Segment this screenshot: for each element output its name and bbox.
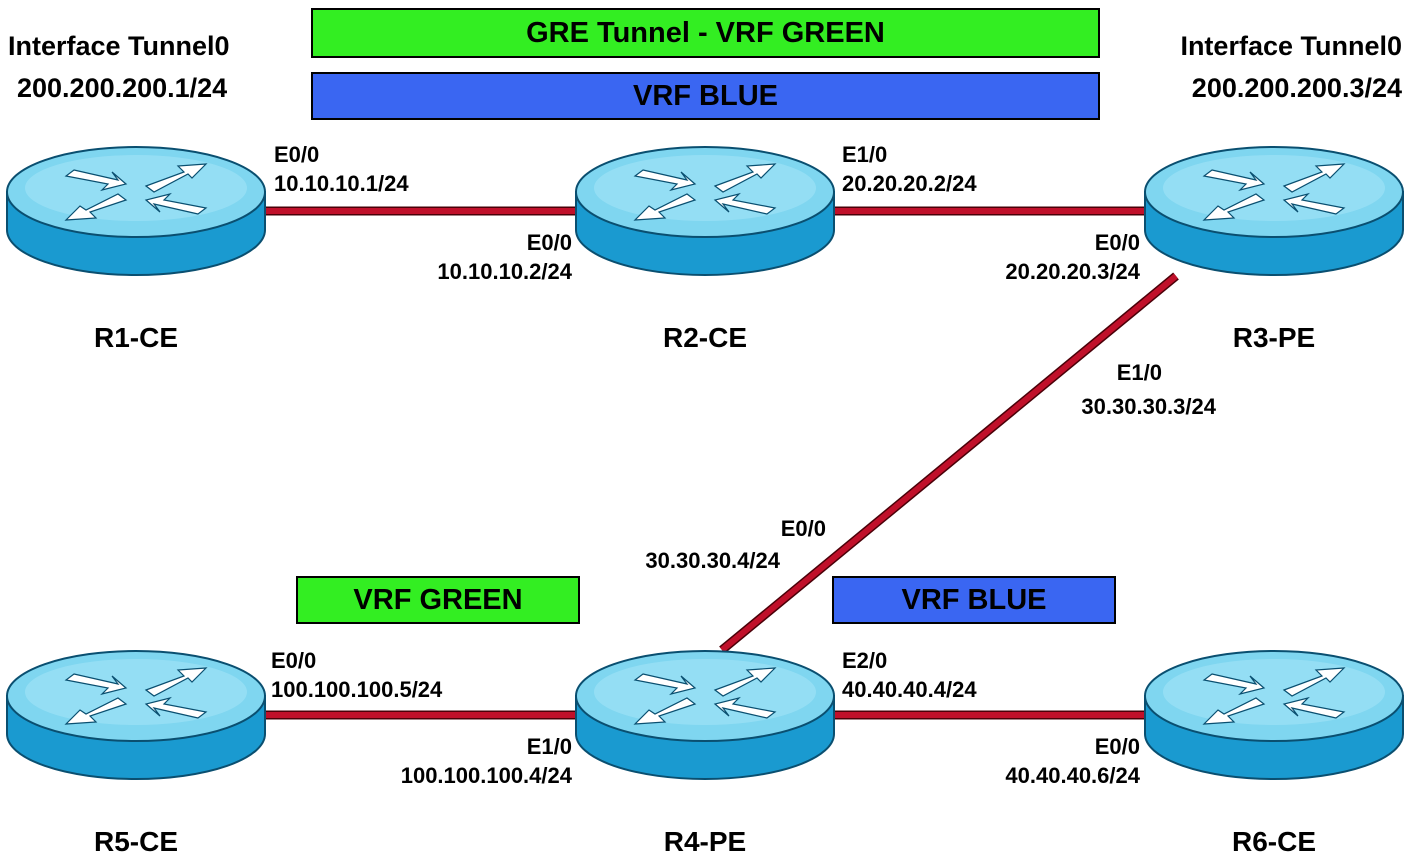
router-icon-r3 bbox=[1144, 146, 1404, 276]
r4-e20-label: E2/0 bbox=[842, 648, 888, 673]
r3-e10-ip: 30.30.30.3/24 bbox=[1081, 394, 1216, 419]
router-name-r4: R4-PE bbox=[663, 826, 747, 857]
r3-e10-label: E1/0 bbox=[1116, 360, 1162, 385]
r4-e00-ip: 30.30.30.4/24 bbox=[645, 548, 780, 573]
r3-e00-label: E0/0 bbox=[1094, 230, 1140, 255]
r4-e10-label: E1/0 bbox=[526, 734, 572, 759]
r5-e00-label: E0/0 bbox=[271, 648, 317, 673]
gre-tunnel-banner-label: GRE Tunnel - VRF GREEN bbox=[526, 16, 885, 49]
r1-e00-label: E0/0 bbox=[274, 142, 320, 167]
r3-e00-ip: 20.20.20.3/24 bbox=[1005, 259, 1140, 284]
r1-e00-ip: 10.10.10.1/24 bbox=[274, 171, 409, 196]
gre-tunnel-banner: GRE Tunnel - VRF GREEN bbox=[311, 8, 1100, 58]
vrf-blue-banner: VRF BLUE bbox=[311, 72, 1100, 120]
right-tunnel-title: Interface Tunnel0 bbox=[1180, 31, 1402, 61]
left-tunnel-ip: 200.200.200.1/24 bbox=[17, 73, 228, 103]
r5-e00-ip: 100.100.100.5/24 bbox=[271, 677, 443, 702]
r2-e00-ip: 10.10.10.2/24 bbox=[437, 259, 572, 284]
link-r3-r4 bbox=[720, 273, 1178, 653]
vrf-green-tag: VRF GREEN bbox=[296, 576, 580, 624]
router-name-r1: R1-CE bbox=[93, 322, 178, 353]
r2-e10-label: E1/0 bbox=[842, 142, 888, 167]
r2-e00-label: E0/0 bbox=[526, 230, 572, 255]
router-name-r5: R5-CE bbox=[93, 826, 178, 857]
r4-e00-label: E0/0 bbox=[780, 516, 826, 541]
router-icon-r1 bbox=[6, 146, 266, 276]
vrf-blue-banner-label: VRF BLUE bbox=[633, 79, 778, 112]
r4-e10-ip: 100.100.100.4/24 bbox=[400, 763, 572, 788]
router-name-r2: R2-CE bbox=[662, 322, 747, 353]
router-name-r3: R3-PE bbox=[1232, 322, 1316, 353]
right-tunnel-ip: 200.200.200.3/24 bbox=[1191, 73, 1402, 103]
r6-e00-ip: 40.40.40.6/24 bbox=[1005, 763, 1140, 788]
vrf-blue-tag-label: VRF BLUE bbox=[901, 583, 1047, 616]
r4-e20-ip: 40.40.40.4/24 bbox=[842, 677, 977, 702]
router-icon-r2 bbox=[575, 146, 835, 276]
router-icon-r5 bbox=[6, 650, 266, 780]
r2-e10-ip: 20.20.20.2/24 bbox=[842, 171, 977, 196]
left-tunnel-title: Interface Tunnel0 bbox=[8, 31, 230, 61]
router-icon-r6 bbox=[1144, 650, 1404, 780]
vrf-blue-tag: VRF BLUE bbox=[832, 576, 1116, 624]
vrf-green-tag-label: VRF GREEN bbox=[353, 583, 523, 616]
router-icon-r4 bbox=[575, 650, 835, 780]
router-name-r6: R6-CE bbox=[1231, 826, 1316, 857]
r6-e00-label: E0/0 bbox=[1094, 734, 1140, 759]
